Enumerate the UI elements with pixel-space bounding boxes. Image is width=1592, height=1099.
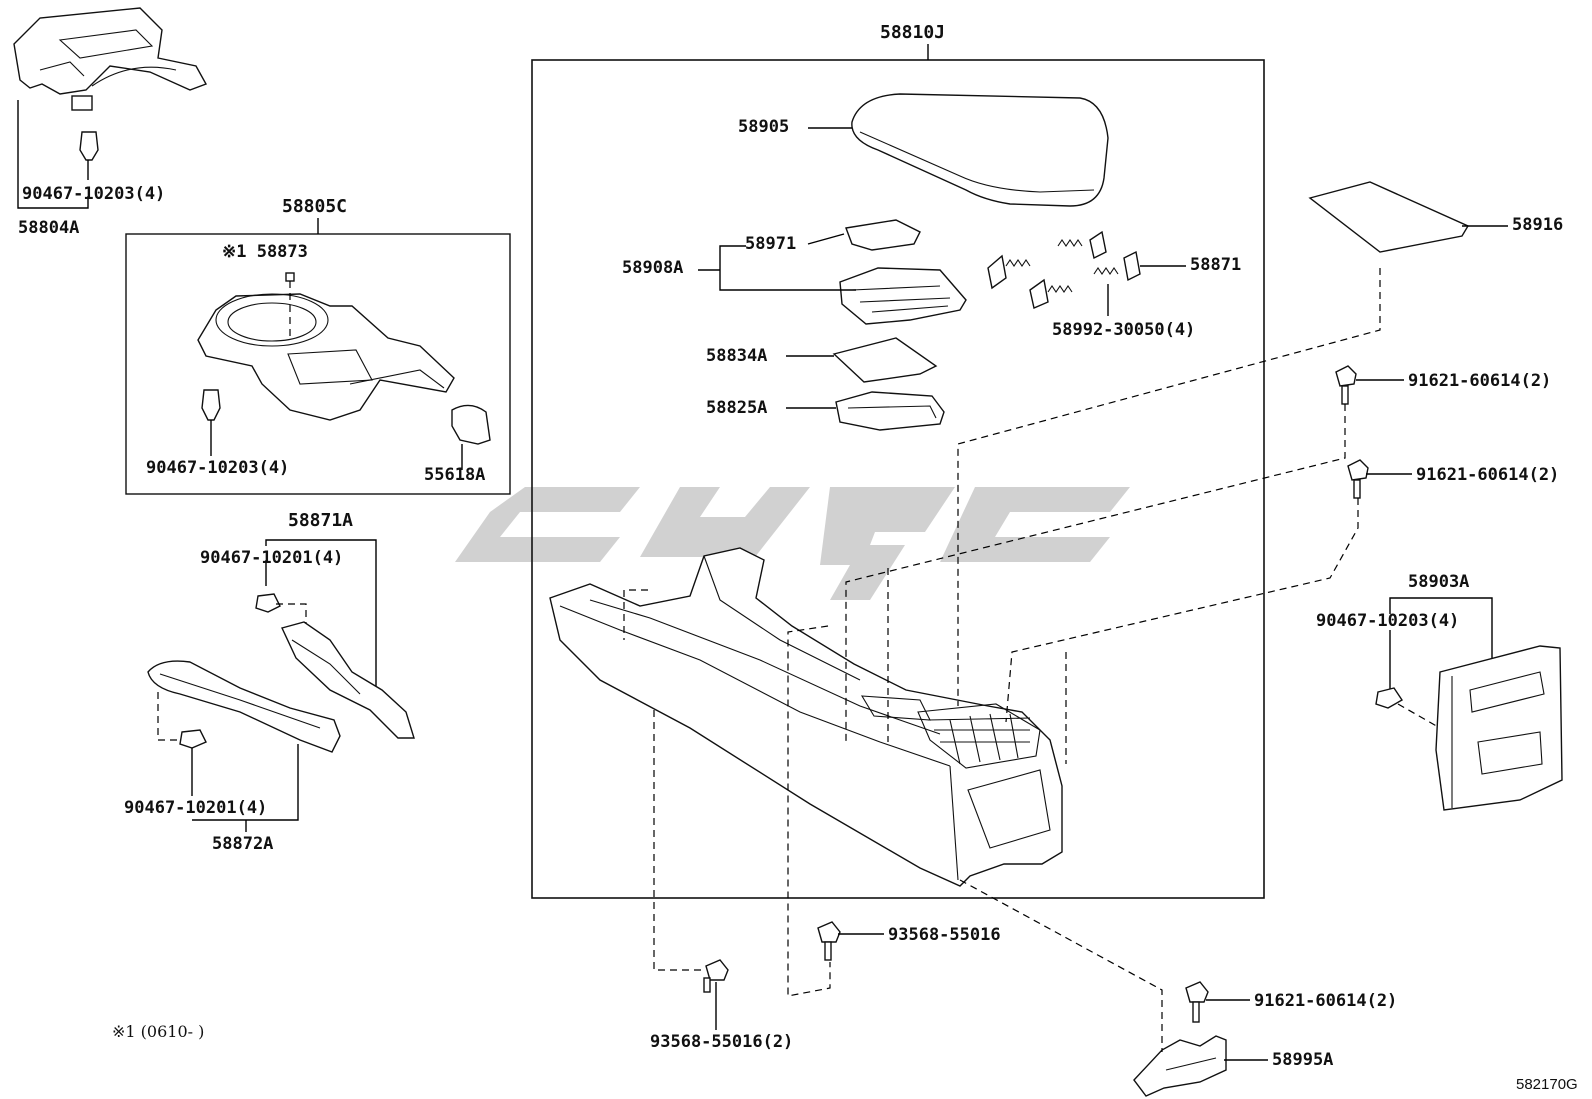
tray-lid-part (832, 337, 938, 383)
part-number-58804A: 58804A (18, 218, 80, 238)
part-number-91621-60614-a: 91621-60614(2) (1408, 371, 1552, 391)
storage-tray-part (835, 391, 945, 431)
watermark-logo (455, 487, 1130, 600)
upper-console-bracket-part (13, 7, 208, 111)
spring-icon (1005, 239, 1119, 293)
clip-icon (201, 389, 221, 421)
cup-insert-part (451, 404, 491, 445)
part-number-58872A: 58872A (212, 834, 274, 854)
part-number-58871: 58871 (1190, 255, 1242, 275)
note-ref-58873: ※1 58873 (222, 242, 308, 262)
part-number-90467-10203-b: 90467-10203(4) (146, 458, 290, 478)
part-number-58805C: 58805C (282, 196, 348, 217)
left-side-trim-panel-part (147, 660, 341, 753)
part-number-90467-10201-a: 90467-10201(4) (200, 548, 344, 568)
part-number-58992-30050: 58992-30050(4) (1052, 320, 1196, 340)
part-number-91621-60614-b: 91621-60614(2) (1416, 465, 1560, 485)
bolt-icon (1347, 459, 1369, 499)
bolt-icon (703, 959, 729, 993)
part-number-58903A: 58903A (1408, 572, 1470, 592)
console-mat-part (1308, 181, 1470, 253)
part-number-58908A: 58908A (622, 258, 684, 278)
part-number-55618A: 55618A (424, 465, 486, 485)
hinge-base-part (839, 267, 967, 325)
diagram-code: 582170G (1516, 1076, 1578, 1093)
small-cap-icon (285, 272, 295, 282)
part-number-58810J: 58810J (880, 22, 946, 43)
console-box-body-part (549, 547, 1063, 887)
part-number-58995A: 58995A (1272, 1050, 1334, 1070)
latch-clip-icon (987, 230, 1141, 309)
part-number-90467-10203-c: 90467-10203(4) (1316, 611, 1460, 631)
part-number-90467-10203-a: 90467-10203(4) (22, 184, 166, 204)
cup-holder-part (197, 293, 455, 421)
part-number-58905: 58905 (738, 117, 790, 137)
part-number-93568-55016-2: 93568-55016(2) (650, 1032, 794, 1052)
bolt-icon (1185, 981, 1209, 1023)
clip-icon (255, 593, 281, 613)
part-number-58871A: 58871A (288, 510, 354, 531)
armrest-lid-part (851, 93, 1109, 207)
part-number-90467-10201-b: 90467-10201(4) (124, 798, 268, 818)
part-number-91621-60614-c: 91621-60614(2) (1254, 991, 1398, 1011)
part-number-58834A: 58834A (706, 346, 768, 366)
hinge-cover-part (845, 219, 921, 251)
footnote-1: ※1 (0610- ) (112, 1022, 205, 1041)
clip-icon (79, 131, 99, 161)
rear-console-panel-part (1435, 645, 1563, 811)
clip-icon (179, 729, 207, 749)
assembly-box-58810J (531, 59, 1265, 899)
part-number-58916: 58916 (1512, 215, 1564, 235)
bolt-icon (817, 921, 841, 961)
clip-icon (1375, 687, 1403, 709)
bolt-icon (1335, 365, 1357, 405)
part-number-93568-55016: 93568-55016 (888, 925, 1001, 945)
part-number-58825A: 58825A (706, 398, 768, 418)
console-mount-bracket-part (1133, 1035, 1227, 1097)
right-side-trim-panel-part (281, 621, 415, 739)
part-number-58971: 58971 (745, 234, 797, 254)
